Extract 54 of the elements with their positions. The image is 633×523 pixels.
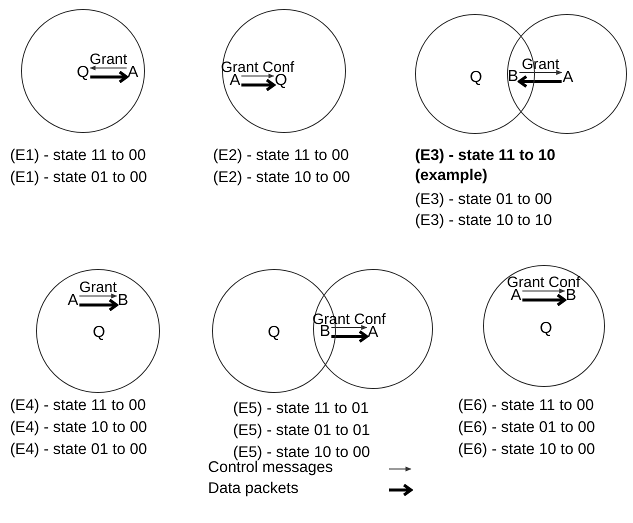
control-message-arrow: [78, 294, 118, 298]
node-letter: Q: [540, 320, 552, 338]
node-letter: Q: [268, 324, 280, 342]
edge-label: Grant: [90, 52, 128, 67]
state-caption: (E4) - state 01 to 00: [10, 440, 147, 460]
state-caption: (E4) - state 11 to 00: [10, 396, 146, 416]
data-packet-arrow: [79, 298, 118, 312]
state-caption: (E1) - state 11 to 00: [10, 146, 146, 166]
circle-outline: [36, 269, 160, 393]
state-caption: (E6) - state 10 to 00: [458, 440, 595, 460]
state-caption: (E3) - state 01 to 00: [415, 190, 552, 210]
state-caption: (E2) - state 11 to 00: [213, 146, 349, 166]
state-caption: (E5) - state 01 to 01: [233, 421, 370, 441]
state-caption: (E3) - state 11 to 10 (example): [415, 146, 556, 186]
control-message-arrow: [90, 66, 128, 70]
node-letter: A: [368, 324, 378, 342]
node-letter: A: [510, 287, 522, 305]
legend-label: Data packets: [208, 479, 298, 499]
state-caption: (E6) - state 11 to 00: [458, 396, 594, 416]
data-packet-arrow: [518, 75, 562, 88]
edge-label: Grant: [79, 280, 117, 295]
state-caption: (E3) - state 10 to 10: [415, 211, 552, 231]
circle-outline: [222, 9, 346, 133]
node-letter: B: [508, 68, 518, 86]
circle-outline: [483, 265, 605, 387]
state-caption: (E5) - state 11 to 01: [233, 399, 369, 419]
node-letter: A: [230, 72, 240, 90]
control-message-arrow: [522, 288, 566, 294]
data-packet-arrow: [241, 78, 276, 92]
control-message-arrow: [330, 325, 368, 330]
state-caption: (E5) - state 10 to 00: [233, 443, 370, 461]
node-letter: B: [566, 287, 576, 305]
node-letter: Q: [92, 324, 106, 342]
node-letter: A: [562, 69, 574, 87]
state-caption: (E2) - state 10 to 00: [213, 168, 350, 188]
legend-label: Control messages: [208, 459, 333, 478]
node-letter: A: [128, 64, 138, 82]
data-packet-arrow: [90, 70, 128, 84]
state-caption: (E1) - state 01 to 00: [10, 168, 147, 188]
circle-outline: [507, 14, 627, 134]
node-letter: Q: [470, 69, 482, 87]
circle-outline: [313, 269, 433, 389]
node-letter: B: [320, 323, 330, 341]
node-letter: A: [68, 292, 78, 310]
node-letter: Q: [76, 64, 90, 82]
control-message-arrow: [240, 74, 274, 78]
edge-label: Grant Conf: [506, 275, 580, 290]
state-caption: (E6) - state 01 to 00: [458, 418, 595, 438]
state-caption: (E4) - state 10 to 00: [10, 418, 147, 438]
node-letter: Q: [274, 72, 288, 90]
circle-outline: [21, 9, 145, 133]
node-letter: B: [118, 292, 128, 310]
data-packet-arrow: [522, 294, 566, 306]
data-packet-arrow: [331, 330, 368, 343]
